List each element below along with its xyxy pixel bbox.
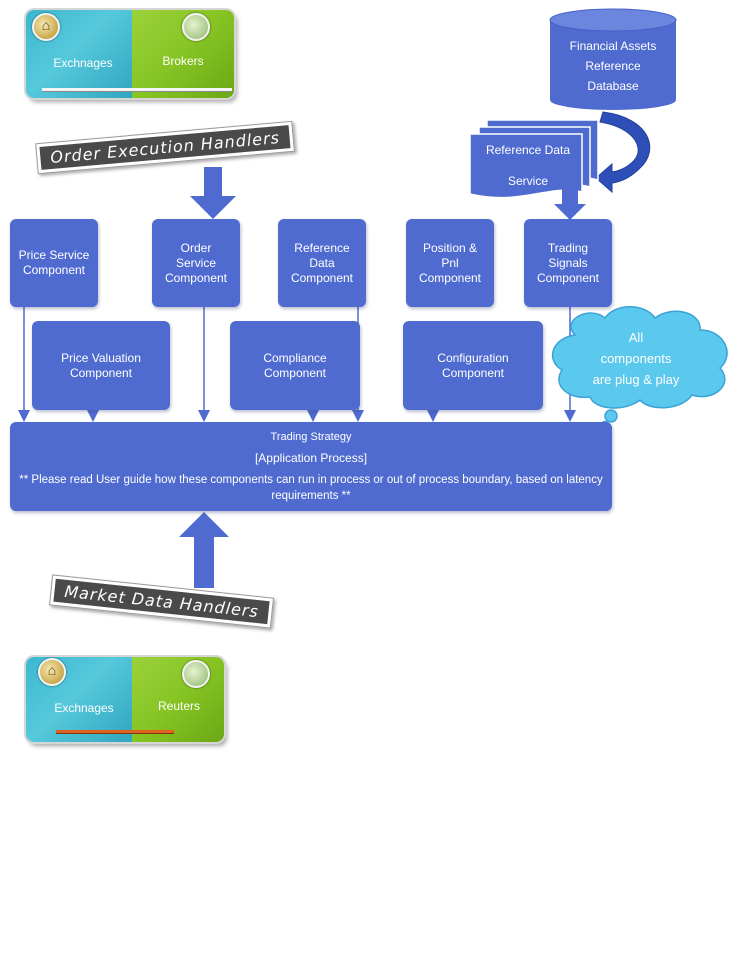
bottom-source-tile: Exchnages Reuters — [26, 657, 224, 742]
brokers-label: Brokers — [162, 54, 204, 68]
reference-service-label-2: Service — [507, 174, 548, 188]
reuters-icon — [182, 660, 210, 688]
market-handlers-arrow — [179, 512, 229, 588]
strategy-subtitle: [Application Process] — [254, 451, 368, 465]
compliance-label: Compliance Component — [263, 350, 327, 380]
order-service-component: Order Service Component — [152, 219, 240, 307]
price-valuation-component: Price Valuation Component — [32, 321, 170, 410]
order-service-label: Order Service Component — [164, 240, 228, 285]
exchange-icon — [32, 13, 60, 41]
reference-data-label: Reference Data Component — [290, 240, 354, 285]
database-cylinder — [549, 8, 677, 110]
database-label: Financial Assets Reference Database — [569, 39, 657, 93]
price-service-label: Price Service Component — [18, 248, 90, 277]
strategy-note: ** Please read User guide how these comp… — [19, 474, 603, 502]
service-to-signals-arrow — [554, 188, 586, 220]
reference-service-label-1: Reference Data — [485, 143, 571, 157]
strategy-title: Trading Strategy — [270, 431, 352, 443]
configuration-label: Configuration Component — [437, 350, 509, 380]
broker-icon — [182, 13, 210, 41]
top-source-tile: Exchnages Brokers — [26, 10, 234, 98]
reference-data-component: Reference Data Component — [278, 219, 366, 307]
configuration-component: Configuration Component — [403, 321, 543, 410]
position-pnl-component: Position & Pnl Component — [406, 219, 494, 307]
top-exchanges-label: Exchnages — [53, 56, 113, 70]
bottom-tile-bar — [56, 730, 174, 734]
bottom-exchanges-label: Exchnages — [54, 701, 114, 715]
position-pnl-label: Position & Pnl Component — [418, 240, 482, 285]
order-handlers-arrow — [190, 167, 236, 219]
database-to-service-arrow — [595, 111, 651, 194]
exchange-icon-bottom — [38, 658, 66, 686]
price-valuation-label: Price Valuation Component — [61, 350, 141, 380]
plug-and-play-cloud — [551, 306, 728, 430]
cloud-label: All components are plug & play — [592, 330, 680, 387]
top-tile-bar — [42, 88, 232, 92]
trading-strategy-box: Trading Strategy [Application Process] *… — [10, 422, 612, 511]
trading-signals-component: Trading Signals Component — [524, 219, 612, 307]
trading-signals-label: Trading Signals Component — [536, 240, 600, 285]
reference-service-shape — [469, 119, 599, 199]
reuters-label: Reuters — [157, 699, 201, 713]
price-service-component: Price Service Component — [10, 219, 98, 307]
compliance-component: Compliance Component — [230, 321, 360, 410]
